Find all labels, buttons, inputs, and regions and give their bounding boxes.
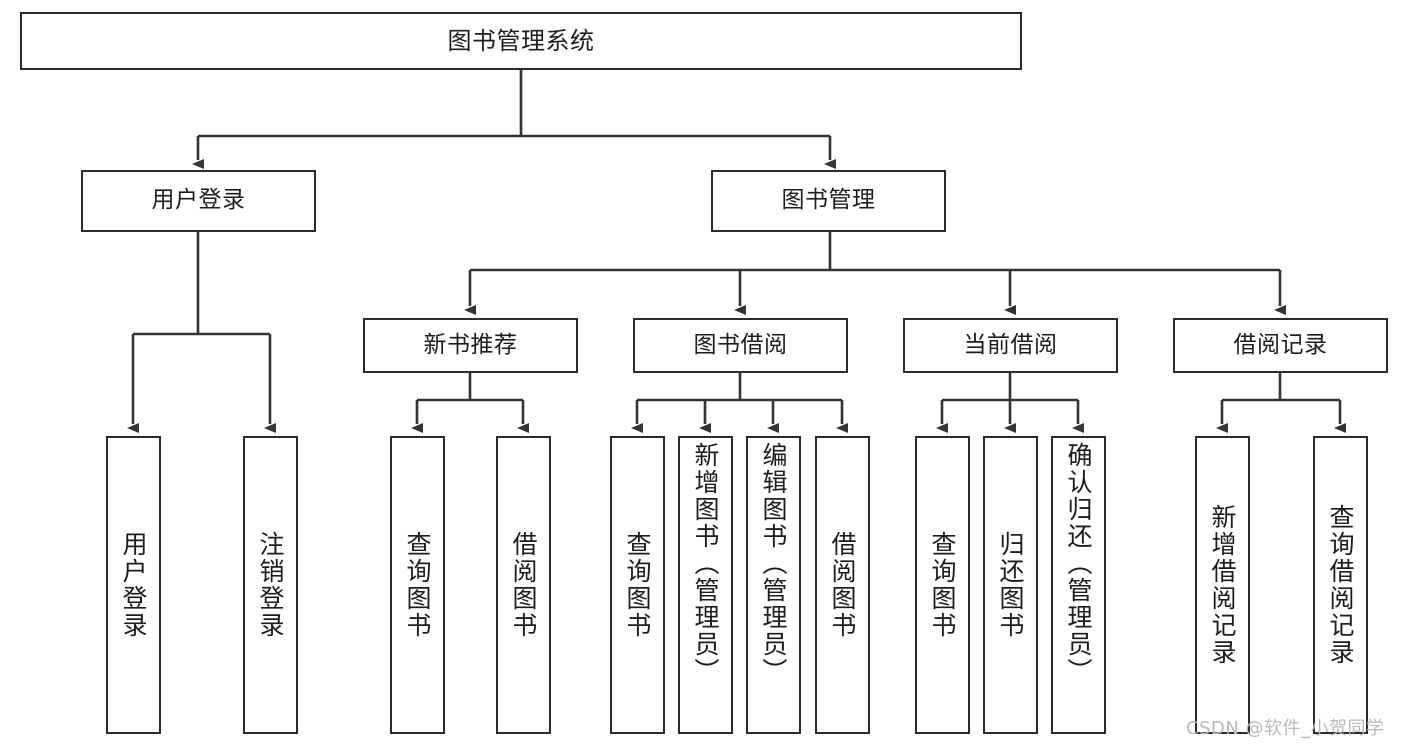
node-label: 借阅记录 [1233, 331, 1328, 358]
node-root-system[interactable]: 图书管理系统 [20, 12, 1022, 70]
node-label: 查询借阅记录 [1326, 504, 1355, 666]
node-borrow-record[interactable]: 借阅记录 [1173, 318, 1388, 373]
node-label: 归还图书 [996, 531, 1025, 639]
leaf-record-query-record[interactable]: 查询借阅记录 [1313, 436, 1368, 734]
node-label: 新增图书（管理员） [691, 442, 720, 685]
node-label: 图书管理 [781, 187, 876, 214]
node-label: 图书管理系统 [447, 26, 595, 55]
leaf-current-query-book[interactable]: 查询图书 [915, 436, 970, 734]
watermark-text: CSDN @软件_小贺同学 [1186, 718, 1385, 739]
node-label: 用户登录 [119, 531, 148, 639]
leaf-borrow-edit-book-admin[interactable]: 编辑图书（管理员） [746, 436, 801, 734]
node-label: 查询图书 [928, 531, 957, 639]
node-label: 注销登录 [256, 531, 285, 639]
node-label: 确认归还（管理员） [1064, 442, 1093, 685]
node-label: 新书推荐 [423, 331, 518, 358]
node-current-borrow[interactable]: 当前借阅 [903, 318, 1118, 373]
node-label: 编辑图书（管理员） [759, 442, 788, 685]
node-label: 查询图书 [623, 531, 652, 639]
leaf-borrow-add-book-admin[interactable]: 新增图书（管理员） [678, 436, 733, 734]
node-new-book-recommend[interactable]: 新书推荐 [363, 318, 578, 373]
node-book-management[interactable]: 图书管理 [711, 170, 946, 232]
leaf-current-return-book[interactable]: 归还图书 [983, 436, 1038, 734]
node-label: 新增借阅记录 [1208, 504, 1237, 666]
leaf-borrow-query-book[interactable]: 查询图书 [610, 436, 665, 734]
node-label: 用户登录 [151, 187, 246, 214]
node-label: 当前借阅 [963, 331, 1058, 358]
leaf-current-confirm-return-admin[interactable]: 确认归还（管理员） [1051, 436, 1106, 734]
node-label: 查询图书 [403, 531, 432, 639]
node-user-login[interactable]: 用户登录 [81, 170, 316, 232]
node-label: 借阅图书 [509, 531, 538, 639]
leaf-recommend-query-book[interactable]: 查询图书 [390, 436, 445, 734]
leaf-user-login-signin[interactable]: 用户登录 [106, 436, 161, 734]
leaf-user-login-signout[interactable]: 注销登录 [243, 436, 298, 734]
leaf-recommend-borrow-book[interactable]: 借阅图书 [496, 436, 551, 734]
leaf-borrow-borrow-book[interactable]: 借阅图书 [815, 436, 870, 734]
leaf-record-add-record[interactable]: 新增借阅记录 [1195, 436, 1250, 734]
node-book-borrow[interactable]: 图书借阅 [633, 318, 848, 373]
node-label: 图书借阅 [693, 331, 788, 358]
node-label: 借阅图书 [828, 531, 857, 639]
